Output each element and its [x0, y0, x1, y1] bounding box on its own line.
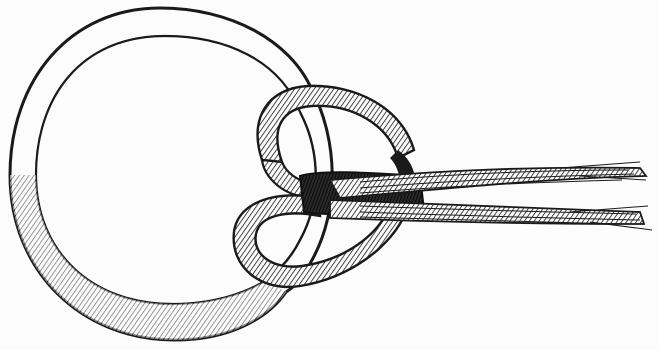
- rope-end-upper: [330, 168, 646, 198]
- upper-loop-band: [258, 86, 414, 162]
